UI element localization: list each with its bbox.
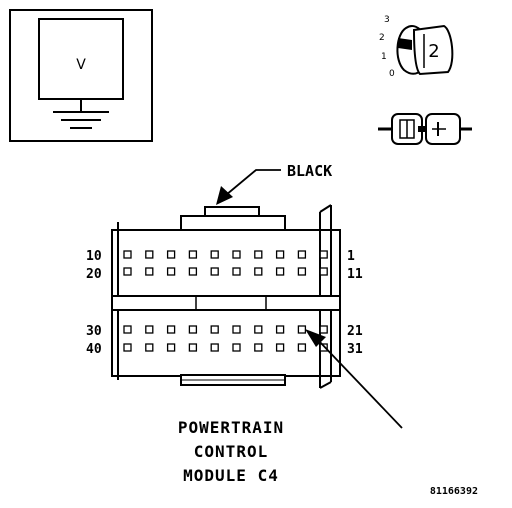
connector-cavity <box>297 267 307 276</box>
voltmeter-symbol: V <box>9 9 153 142</box>
connector-cavity <box>188 325 198 334</box>
title-line-2: CONTROL <box>194 442 268 461</box>
connector-cavity <box>210 250 219 259</box>
connector-cavity <box>275 267 285 276</box>
connector-body <box>111 204 341 389</box>
cavity-label-31: 31 <box>347 342 363 357</box>
connector-cavity <box>232 343 241 352</box>
connector-cavity <box>166 250 176 259</box>
connector-cavity <box>319 267 328 276</box>
connector-cavity <box>166 267 176 276</box>
connector-cavity <box>210 267 219 276</box>
connector-cavity <box>210 343 219 352</box>
connector-cavity <box>145 343 154 352</box>
switch-position-label: 2 <box>379 33 385 43</box>
switch-position-label: 3 <box>384 15 390 25</box>
connector-cavity <box>319 343 328 352</box>
connector-lower-half <box>111 309 341 377</box>
connector-cavity <box>275 343 285 352</box>
connector-cavity <box>188 343 198 352</box>
connector-cavity <box>297 325 307 334</box>
connector-cavity <box>275 325 285 334</box>
connector-cavity <box>232 250 241 259</box>
connector-cavity <box>210 325 219 334</box>
connector-cavity <box>232 267 241 276</box>
figure-id: 81166392 <box>430 486 478 497</box>
connector-cavity <box>123 343 132 352</box>
connector-cavity <box>145 325 154 334</box>
connector-cavity <box>166 325 176 334</box>
connector-cavity <box>319 250 328 259</box>
cavity-pointer-arrowhead <box>305 329 326 347</box>
connector-cavity <box>232 325 241 334</box>
connector-cavity <box>123 325 132 334</box>
cavity-label-30: 30 <box>86 324 102 339</box>
connector-cavity <box>254 250 263 259</box>
cavity-label-20: 20 <box>86 267 102 282</box>
connector-cavity <box>297 250 307 259</box>
connector-cavity <box>188 267 198 276</box>
connector-cavity <box>166 343 176 352</box>
connector-cavity <box>188 250 198 259</box>
color-callout-arrowhead <box>216 186 233 205</box>
probe-terminal-icon <box>378 113 472 145</box>
voltmeter-label: V <box>76 57 86 73</box>
switch-pointer <box>398 38 412 50</box>
title-line-3: MODULE C4 <box>183 466 279 485</box>
connector-cavity-grid <box>123 250 328 352</box>
connector-color-callout: BLACK <box>216 162 332 205</box>
switch-position-label: 1 <box>381 52 387 62</box>
voltmeter-frame <box>9 9 153 142</box>
cavity-label-10: 10 <box>86 249 102 264</box>
connector-upper-half <box>111 229 341 297</box>
connector-title: POWERTRAIN CONTROL MODULE C4 <box>178 418 284 485</box>
title-line-1: POWERTRAIN <box>178 418 284 437</box>
switch-selected-position: 2 <box>428 41 439 62</box>
connector-cavity <box>254 267 263 276</box>
connector-cavity <box>297 343 307 352</box>
switch-position-label: 0 <box>389 69 395 79</box>
cavity-label-21: 21 <box>347 324 363 339</box>
connector-color-label: BLACK <box>287 162 332 180</box>
cavity-label-40: 40 <box>86 342 102 357</box>
connector-cavity <box>319 325 328 334</box>
cavity-label-11: 11 <box>347 267 363 282</box>
ground-icon <box>53 111 109 129</box>
connector-cavity <box>145 250 154 259</box>
cavity-pointer-arrow <box>305 329 403 429</box>
probe-selector-icon: 3 2 1 0 2 <box>379 15 454 79</box>
connector-center-rib <box>111 295 341 311</box>
connector-cavity <box>275 250 285 259</box>
cavity-label-1: 1 <box>347 249 355 264</box>
connector-cavity <box>145 267 154 276</box>
cavity-number-labels: 10 20 30 40 1 11 21 31 <box>86 249 363 357</box>
connector-cavity <box>123 250 132 259</box>
connector-cavity <box>123 267 132 276</box>
connector-cavity <box>254 325 263 334</box>
connector-cavity <box>254 343 263 352</box>
